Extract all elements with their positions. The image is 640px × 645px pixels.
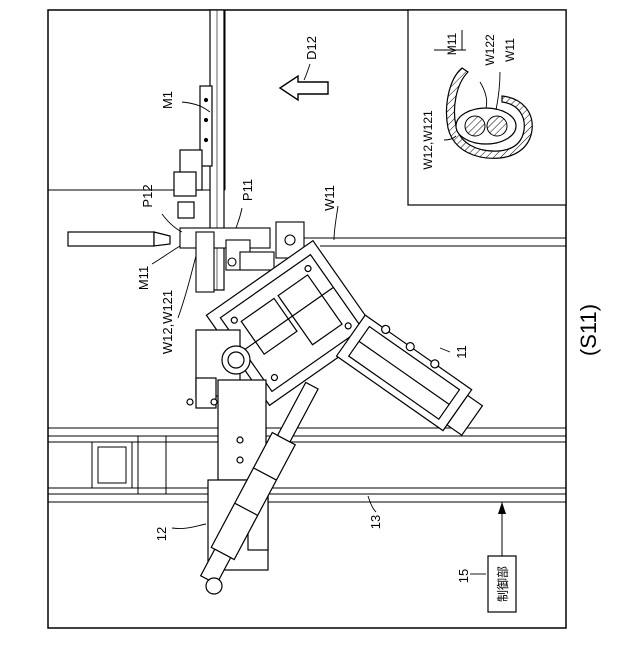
pivot-circle [206, 578, 222, 594]
actuator-11 [337, 312, 489, 441]
handle-bar [68, 232, 170, 246]
control-unit-15: 制御部 [488, 502, 516, 612]
label-m11: M11 [136, 266, 151, 290]
label-11: 11 [454, 345, 469, 359]
label-m1: M1 [160, 91, 175, 109]
label-p11: P11 [240, 179, 255, 201]
label-w11: W11 [322, 185, 337, 211]
inset-label-w11: W11 [503, 38, 517, 62]
label-p12: P12 [140, 184, 155, 207]
control-unit-text: 制御部 [495, 566, 510, 602]
label-12: 12 [154, 527, 169, 541]
inset-label-m11: M11 [445, 32, 459, 55]
label-w12-w121: W12,W121 [160, 290, 175, 354]
label-15: 15 [456, 569, 471, 583]
figure-caption: (S11) [576, 304, 601, 356]
label-13: 13 [368, 515, 383, 529]
inset-label-w122: W122 [483, 34, 497, 66]
inset-label-w12-w121: W12,W121 [421, 110, 435, 170]
label-d12: D12 [304, 36, 319, 60]
conveyor-rails [48, 428, 566, 502]
